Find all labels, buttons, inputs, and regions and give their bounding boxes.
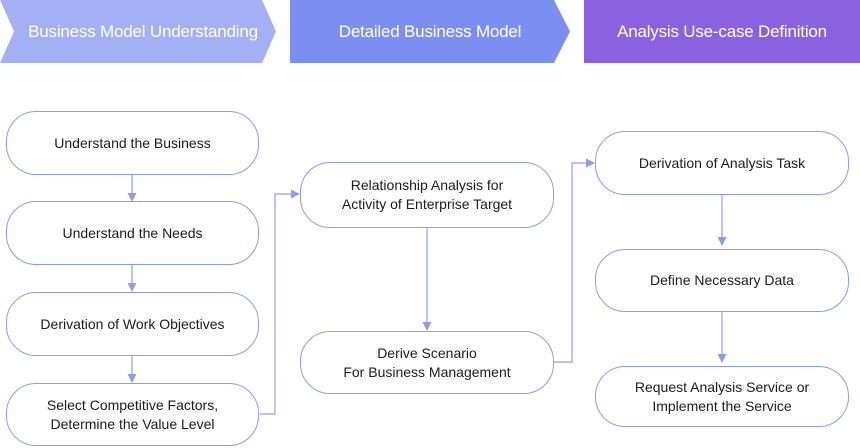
step-derivation-of-analysis-task: Derivation of Analysis Task — [595, 131, 849, 195]
stage-label: Detailed Business Model — [338, 21, 522, 41]
step-label: Derivation of Work Objectives — [40, 315, 225, 332]
stage-business-model-understanding: Business Model Understanding — [0, 0, 276, 63]
step-derivation-of-work-objectives: Derivation of Work Objectives — [6, 292, 259, 356]
stage-label: Analysis Use-case Definition — [617, 21, 827, 41]
step-relationship-analysis: Relationship Analysis for Activity of En… — [300, 162, 554, 228]
step-label: Select Competitive Factors, Determine th… — [46, 396, 219, 432]
stage-banner: Business Model Understanding Detailed Bu… — [0, 0, 860, 64]
step-label: Understand the Needs — [62, 224, 203, 241]
step-label: Relationship Analysis for Activity of En… — [341, 177, 513, 212]
step-label: Derivation of Analysis Task — [638, 154, 806, 171]
step-derive-scenario: Derive Scenario For Business Management — [300, 331, 554, 394]
step-label: Define Necessary Data — [650, 272, 794, 288]
stage-detailed-business-model: Detailed Business Model — [290, 0, 570, 63]
step-select-competitive-factors: Select Competitive Factors, Determine th… — [6, 383, 259, 446]
step-understand-the-needs: Understand the Needs — [6, 201, 259, 265]
stage-label: Business Model Understanding — [28, 21, 258, 41]
connector-arrow — [260, 189, 300, 415]
step-label: Request Analysis Service or Implement th… — [634, 378, 810, 414]
step-understand-the-business: Understand the Business — [6, 111, 259, 175]
step-label: Derive Scenario For Business Management — [343, 344, 511, 380]
step-define-necessary-data: Define Necessary Data — [595, 249, 849, 312]
step-label: Understand the Business — [54, 134, 211, 151]
step-request-analysis-service: Request Analysis Service or Implement th… — [595, 366, 849, 427]
stage-analysis-use-case-definition: Analysis Use-case Definition — [584, 0, 860, 63]
connector-arrow — [554, 158, 595, 363]
